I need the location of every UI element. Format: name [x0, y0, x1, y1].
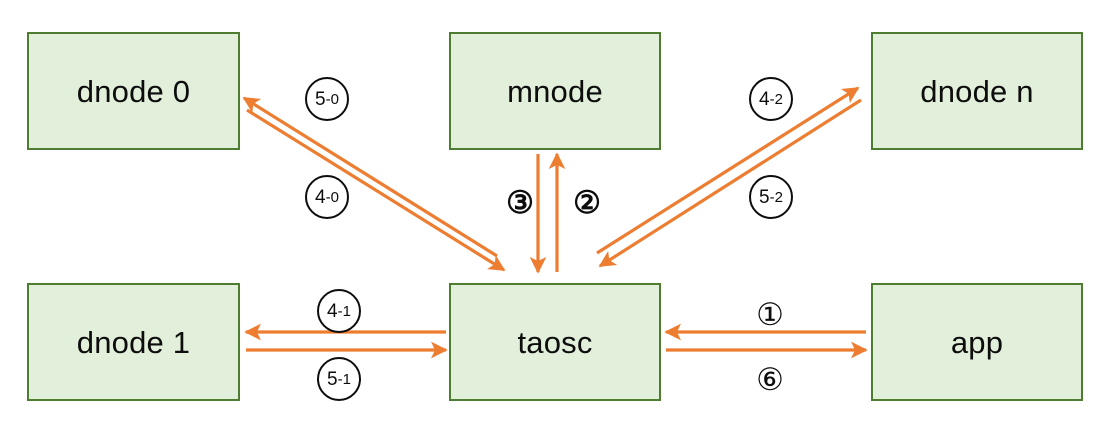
edge-label-suffix: -1: [337, 370, 351, 388]
edge-label-text: 4: [327, 300, 338, 322]
node-label: taosc: [517, 324, 593, 360]
node-dnode0[interactable]: dnode 0: [27, 32, 240, 150]
arrow-dnode0-to-taosc-5-0: [242, 96, 498, 258]
arrow-taosc-to-dnode0-4-0: [246, 108, 506, 272]
node-label: app: [950, 324, 1004, 360]
edge-label-6: ⑥: [748, 357, 792, 401]
node-taosc[interactable]: taosc: [449, 283, 661, 401]
edge-label-2: ②: [565, 180, 609, 224]
arrow-dnoden-to-taosc-5-2: [598, 98, 862, 268]
edge-label-text: 4: [315, 186, 326, 208]
edge-label-4-2: 4-2: [749, 77, 793, 121]
edge-label-suffix: -0: [325, 90, 339, 108]
arrow-taosc-to-dnoden-4-2: [596, 86, 860, 255]
edge-label-4-1: 4-1: [317, 289, 361, 333]
edge-label-5-0: 5-0: [305, 77, 349, 121]
edge-label-text: 5: [315, 88, 326, 110]
edge-label-3: ③: [498, 180, 542, 224]
node-dnode1[interactable]: dnode 1: [27, 283, 240, 401]
node-label: mnode: [507, 73, 603, 109]
node-mnode[interactable]: mnode: [449, 32, 661, 150]
edge-label-text: 4: [759, 88, 770, 110]
edge-label-text: ①: [756, 296, 784, 332]
edge-label-5-1: 5-1: [317, 357, 361, 401]
node-dnoden[interactable]: dnode n: [871, 32, 1083, 150]
edge-label-suffix: -2: [769, 188, 783, 206]
edge-label-5-2: 5-2: [749, 175, 793, 219]
edge-label-text: 5: [759, 186, 770, 208]
edge-label-text: ③: [506, 184, 534, 220]
edge-label-1: ①: [748, 292, 792, 336]
edge-label-text: 5: [327, 368, 338, 390]
edge-label-text: ②: [573, 184, 601, 220]
node-label: dnode 0: [76, 73, 191, 109]
edge-label-suffix: -2: [769, 90, 783, 108]
edge-label-4-0: 4-0: [305, 175, 349, 219]
edge-label-text: ⑥: [756, 361, 784, 397]
edge-label-suffix: -0: [325, 188, 339, 206]
node-label: dnode 1: [76, 324, 191, 360]
edge-label-suffix: -1: [337, 302, 351, 320]
node-app[interactable]: app: [871, 283, 1083, 401]
node-label: dnode n: [920, 73, 1034, 109]
